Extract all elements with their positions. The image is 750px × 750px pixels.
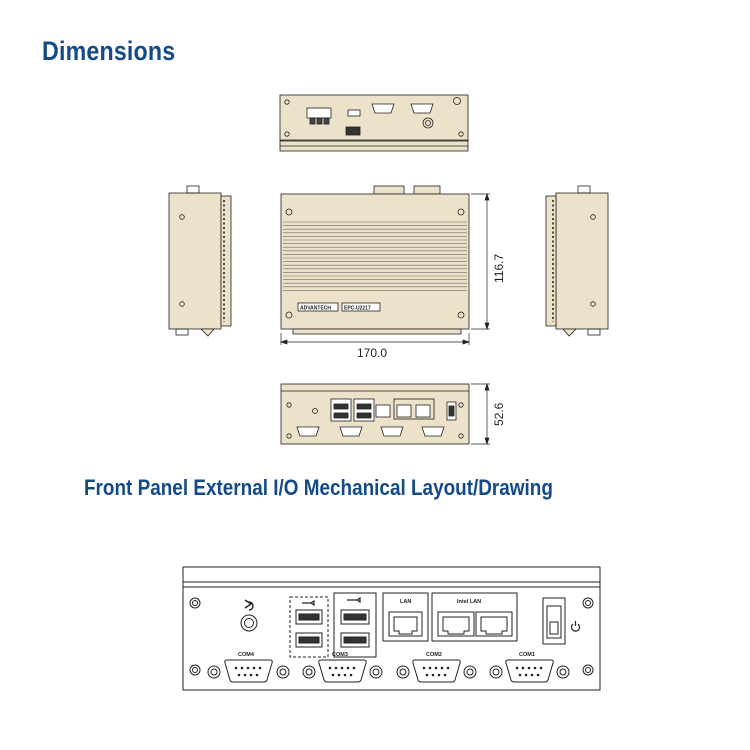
rear-view <box>279 94 469 152</box>
brand-label: ADVANTECH <box>300 306 331 312</box>
depth-dimension: 116.7 <box>492 254 506 283</box>
intel-lan-label: Intel LAN <box>457 599 481 605</box>
com2-port <box>396 659 477 683</box>
lan-label: LAN <box>400 599 411 605</box>
usb-icon <box>347 596 361 604</box>
audio-jack-icon <box>240 599 258 632</box>
com4-port <box>207 659 290 683</box>
usb-ports <box>289 592 377 658</box>
width-dimension-lines <box>279 333 471 345</box>
depth-dimension-lines <box>471 192 490 331</box>
com4-label: COM4 <box>238 652 255 658</box>
width-dimension: 170.0 <box>357 346 387 360</box>
left-side-view <box>168 185 232 337</box>
height-dimension: 52.6 <box>492 402 506 426</box>
com3-port <box>302 659 383 683</box>
com1-port <box>489 659 570 683</box>
height-dimension-lines <box>471 382 490 446</box>
top-view <box>280 185 470 335</box>
com-ports <box>207 659 570 683</box>
front-view-small <box>280 383 470 445</box>
front-panel-title: Front Panel External I/O Mechanical Layo… <box>84 475 553 500</box>
right-side-view <box>545 185 609 337</box>
dimensions-title: Dimensions <box>42 36 176 66</box>
com1-label: COM1 <box>519 652 535 658</box>
usb-icon <box>302 599 315 607</box>
lan-ports <box>382 592 518 642</box>
front-panel-large <box>182 566 601 691</box>
model-label: EPC-U2217 <box>344 306 371 312</box>
power-switch <box>542 597 581 645</box>
com3-label: COM3 <box>332 652 348 658</box>
power-icon <box>570 621 581 632</box>
com2-label: COM2 <box>426 652 442 658</box>
